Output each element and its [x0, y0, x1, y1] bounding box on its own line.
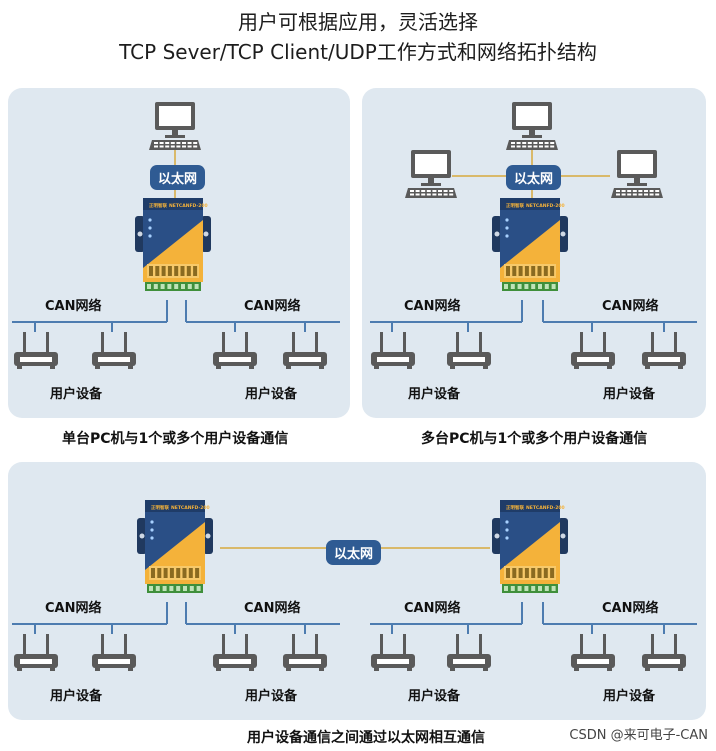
device-model-text: NETCANFD-200: [526, 203, 565, 209]
user-device-icon: [92, 634, 136, 671]
caption-device-to-device: 用户设备通信之间通过以太网相互通信: [247, 730, 485, 746]
user-device-label: 用户设备: [603, 689, 656, 704]
user-device-icon: [14, 634, 58, 671]
can-network-label: CAN网络: [602, 299, 659, 314]
pc-computer-icon: [611, 150, 663, 198]
device-brand-text: 正明智联: [149, 202, 167, 209]
panel-device-to-device: [8, 462, 706, 720]
device-brand-text: 正明智联: [506, 202, 524, 209]
caption-single-pc: 单台PC机与1个或多个用户设备通信: [62, 431, 289, 447]
user-device-label: 用户设备: [408, 689, 461, 704]
user-device-icon: [213, 634, 257, 671]
device-model-text: NETCANFD-200: [169, 203, 208, 209]
user-device-icon: [642, 332, 686, 369]
can-network-label: CAN网络: [244, 601, 301, 616]
user-device-icon: [571, 332, 615, 369]
device-model-text: NETCANFD-200: [171, 505, 210, 511]
user-device-icon: [213, 332, 257, 369]
user-device-icon: [371, 332, 415, 369]
user-device-label: 用户设备: [603, 387, 656, 402]
user-device-icon: [283, 332, 327, 369]
watermark: CSDN @来可电子-CAN: [569, 728, 708, 743]
user-device-icon: [642, 634, 686, 671]
user-device-icon: [92, 332, 136, 369]
user-device-icon: [283, 634, 327, 671]
can-network-label: CAN网络: [45, 601, 102, 616]
can-network-label: CAN网络: [602, 601, 659, 616]
user-device-label: 用户设备: [408, 387, 461, 402]
can-network-label: CAN网络: [244, 299, 301, 314]
caption-multi-pc: 多台PC机与1个或多个用户设备通信: [421, 431, 648, 447]
pc-computer-icon: [405, 150, 457, 198]
user-device-label: 用户设备: [50, 387, 103, 402]
can-network-label: CAN网络: [45, 299, 102, 314]
ethernet-badge: 以太网: [150, 165, 206, 190]
user-device-icon: [571, 634, 615, 671]
device-model-text: NETCANFD-200: [526, 505, 565, 511]
pc-computer-icon: [506, 102, 558, 150]
user-device-icon: [447, 634, 491, 671]
device-brand-text: 正明智联: [506, 504, 524, 511]
user-device-icon: [14, 332, 58, 369]
user-device-icon: [447, 332, 491, 369]
device-brand-text: 正明智联: [151, 504, 169, 511]
can-network-label: CAN网络: [404, 299, 461, 314]
user-device-label: 用户设备: [245, 387, 298, 402]
ethernet-badge: 以太网: [506, 165, 562, 190]
user-device-icon: [371, 634, 415, 671]
ethernet-badge: 以太网: [326, 540, 382, 565]
title-line-1: 用户可根据应用，灵活选择: [238, 10, 478, 34]
pc-computer-icon: [149, 102, 201, 150]
title-line-2: TCP Sever/TCP Client/UDP工作方式和网络拓扑结构: [119, 40, 597, 64]
can-network-label: CAN网络: [404, 601, 461, 616]
user-device-label: 用户设备: [50, 689, 103, 704]
user-device-label: 用户设备: [245, 689, 298, 704]
